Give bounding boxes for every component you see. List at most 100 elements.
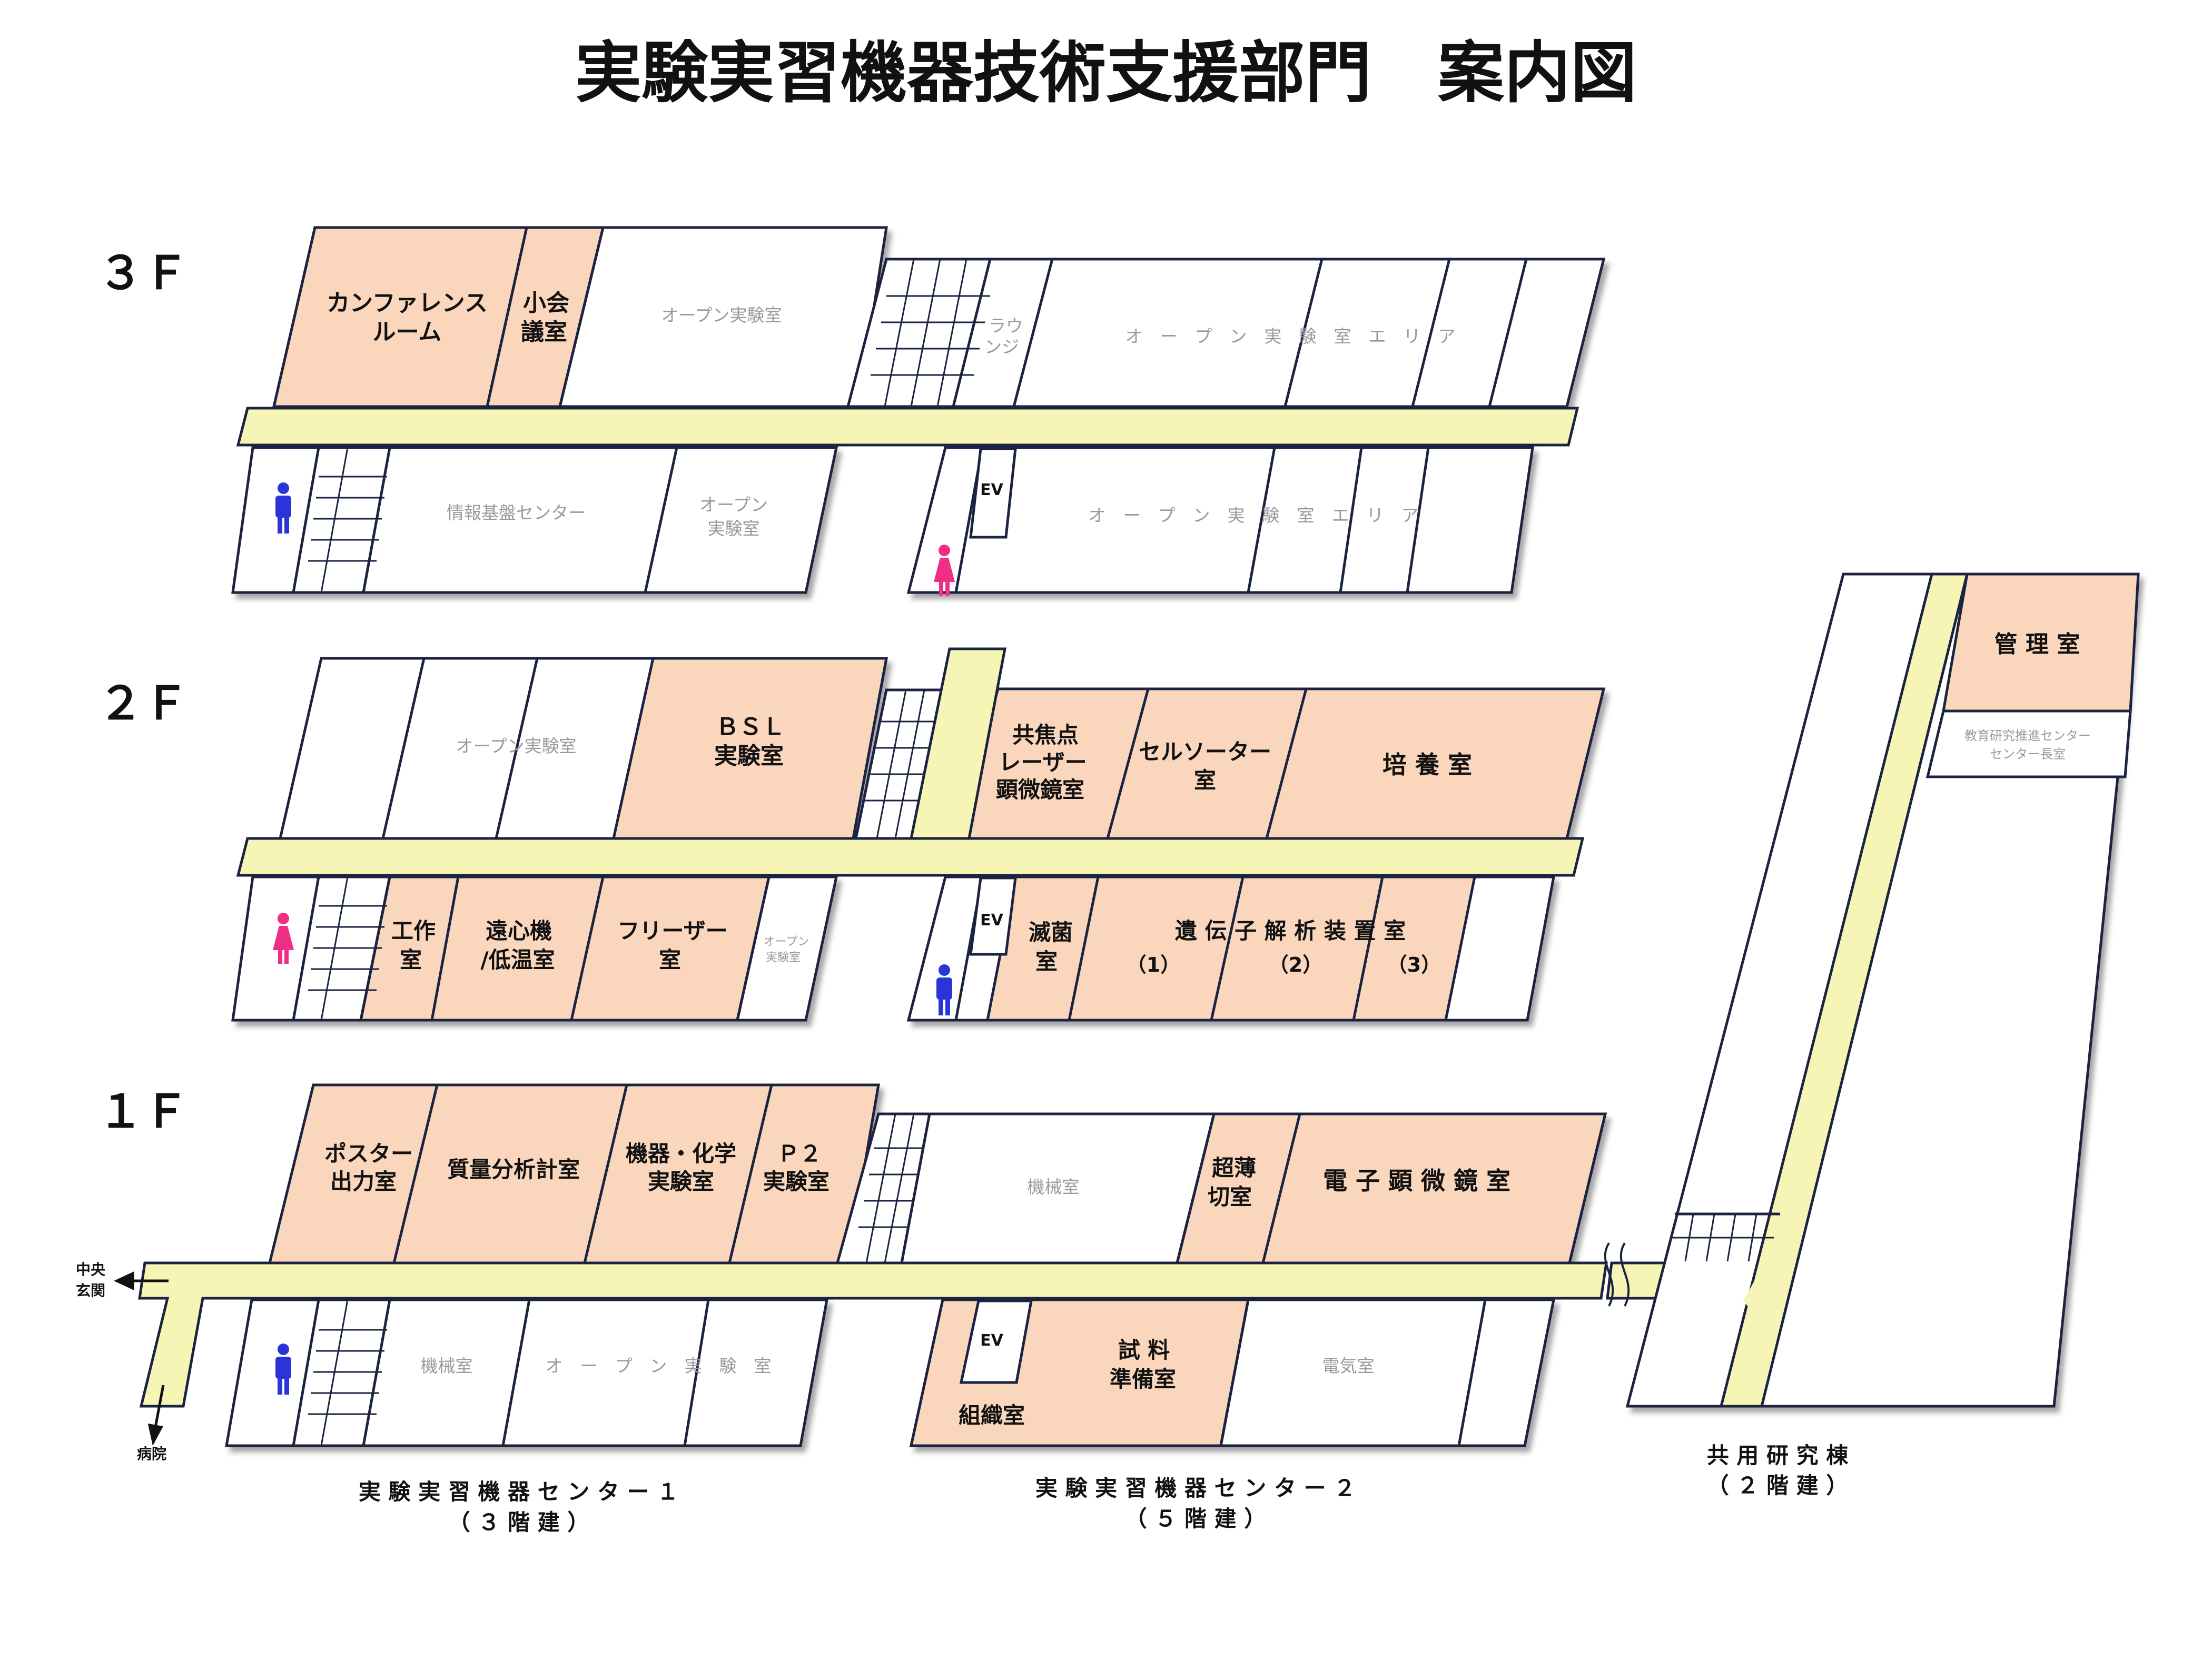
room-centrifuge-label: 遠心機 bbox=[486, 918, 552, 944]
direction-hospital: 病院 bbox=[137, 1445, 166, 1463]
room-open-lab-1f: オ ー プ ン 実 験 室 bbox=[546, 1356, 772, 1376]
room-confocal-label-2: レーザー bbox=[999, 749, 1087, 775]
room-admin-label: 管 理 室 bbox=[1994, 631, 2080, 658]
room-workshop-label: 工作 bbox=[391, 918, 436, 944]
stairs-3f-left bbox=[308, 447, 387, 593]
direction-entrance: 中央 bbox=[76, 1261, 106, 1278]
building-center2-name: 実 験 実 習 機 器 セ ン タ ー ２ bbox=[1035, 1475, 1356, 1501]
room-open-lab-small-2f-2: 実験室 bbox=[766, 951, 801, 964]
stairs-2f-left bbox=[308, 876, 387, 1021]
elevator-2f: EV bbox=[980, 911, 1003, 930]
room-confocal-label-3: 顕微鏡室 bbox=[996, 777, 1084, 803]
floor-label-2f: ２Ｆ bbox=[98, 677, 189, 730]
room-microtome-label-2: 切室 bbox=[1208, 1184, 1252, 1210]
room-p2-label-2: 実験室 bbox=[763, 1169, 829, 1194]
corridor-break-mark bbox=[1604, 1242, 1630, 1307]
building-center2-floors: （ ５ 階 建 ） bbox=[1125, 1506, 1267, 1532]
building-center1-floors: （ ３ 階 建 ） bbox=[448, 1509, 590, 1535]
building-shared-floors: （ ２ 階 建 ） bbox=[1707, 1473, 1849, 1498]
labels-shared: 管 理 室 教育研究推進センター センター長室 bbox=[1964, 631, 2091, 762]
block-3f-lower-right bbox=[906, 446, 1534, 594]
room-gene-analysis-1: （1） bbox=[1127, 953, 1180, 976]
male-restroom-icon bbox=[275, 1344, 291, 1395]
room-poster-label: ポスター bbox=[324, 1141, 413, 1167]
room-small-meeting-label: 小会 bbox=[523, 290, 569, 317]
arrow-left-icon bbox=[114, 1271, 169, 1290]
male-restroom-icon bbox=[275, 482, 291, 534]
room-freezer-label-2: 室 bbox=[659, 947, 681, 973]
room-cell-sorter-label-2: 室 bbox=[1194, 767, 1216, 793]
block-1f-lower-right bbox=[909, 1298, 1556, 1447]
room-open-lab-small-2f: オープン bbox=[764, 935, 809, 949]
stairs-3f-upper bbox=[871, 259, 990, 407]
room-histology-label: 組織室 bbox=[959, 1403, 1025, 1428]
room-mass-spec-label: 質量分析計室 bbox=[447, 1157, 580, 1182]
corridor-2f-connector bbox=[909, 647, 1007, 840]
block-3f-upper-right bbox=[846, 258, 1606, 408]
room-electric: 電気室 bbox=[1322, 1356, 1375, 1376]
floor-2f bbox=[231, 647, 1606, 1022]
elevator-3f: EV bbox=[980, 481, 1003, 499]
room-gene-analysis-2: （2） bbox=[1269, 953, 1322, 976]
room-chem-lab-label-2: 実験室 bbox=[648, 1169, 714, 1194]
block-3f-upper-left bbox=[272, 226, 888, 408]
room-office-label: 教育研究推進センター bbox=[1964, 728, 2091, 743]
block-2f-upper-left bbox=[278, 657, 888, 840]
room-gene-analysis-3: （3） bbox=[1387, 953, 1441, 976]
block-3f-lower-left bbox=[231, 446, 838, 594]
room-em-label: 電 子 顕 微 鏡 室 bbox=[1323, 1167, 1510, 1195]
floor-3f bbox=[231, 226, 1606, 594]
floor-label-1f: １Ｆ bbox=[98, 1085, 189, 1138]
stairs-1f-left bbox=[308, 1299, 387, 1446]
room-microtome-label: 超薄 bbox=[1212, 1155, 1256, 1181]
room-bsl-label-2: 実験室 bbox=[714, 743, 784, 769]
room-lounge-label: ラウ bbox=[989, 315, 1023, 336]
page-title: 実験実習機器技術支援部門 案内図 bbox=[575, 34, 1637, 112]
room-open-lab-2f: オープン実験室 bbox=[456, 736, 576, 756]
building-shared-name: 共 用 研 究 棟 bbox=[1707, 1443, 1849, 1468]
room-cell-sorter-label: セルソーター bbox=[1139, 739, 1271, 765]
building-captions: 実 験 実 習 機 器 セ ン タ ー １ （ ３ 階 建 ） 実 験 実 習 … bbox=[359, 1443, 1849, 1535]
floor-label-3f: ３Ｆ bbox=[98, 247, 189, 300]
room-culture-label: 培 養 室 bbox=[1382, 750, 1472, 779]
elevator-1f: EV bbox=[980, 1331, 1003, 1350]
female-restroom-icon bbox=[934, 545, 955, 596]
room-workshop-label-2: 室 bbox=[400, 947, 422, 973]
labels-3f: カンファレンス ルーム 小会 議室 オープン実験室 ラウ ンジ オ ー プ ン … bbox=[327, 290, 1455, 539]
room-poster-label-2: 出力室 bbox=[330, 1169, 397, 1194]
room-info-center: 情報基盤センター bbox=[447, 502, 586, 523]
block-2f-lower-left bbox=[231, 875, 838, 1022]
room-conference-label: カンファレンス bbox=[327, 290, 488, 317]
room-open-area-3f-upper: オ ー プ ン 実 験 室 エ リ ア bbox=[1125, 326, 1456, 347]
room-gene-analysis-label: 遺 伝 子 解 析 装 置 室 bbox=[1175, 918, 1406, 944]
room-open-area-3f-lower: オ ー プ ン 実 験 室 エ リ ア bbox=[1089, 505, 1419, 526]
room-reagent-label-2: 準備室 bbox=[1110, 1366, 1176, 1392]
room-small-meeting-label-2: 議室 bbox=[521, 319, 567, 345]
arrow-down-icon bbox=[147, 1385, 165, 1446]
room-open-lab-small-3f-2: 実験室 bbox=[708, 518, 760, 539]
corridor-2f bbox=[236, 837, 1585, 877]
room-p2-label: Ｐ２ bbox=[777, 1141, 822, 1167]
stairs-shared bbox=[1672, 1213, 1774, 1262]
room-freezer-label: フリーザー bbox=[617, 918, 727, 944]
floor-1f bbox=[138, 1083, 1771, 1447]
room-lounge-label-2: ンジ bbox=[984, 337, 1019, 357]
corridor-3f bbox=[236, 407, 1579, 447]
room-confocal-label: 共焦点 bbox=[1012, 722, 1079, 748]
room-sterilize-label-2: 室 bbox=[1035, 949, 1058, 974]
room-office-label-2: センター長室 bbox=[1990, 747, 2066, 762]
room-reagent-label: 試 料 bbox=[1118, 1337, 1170, 1363]
building-center1-name: 実 験 実 習 機 器 セ ン タ ー １ bbox=[359, 1479, 679, 1505]
room-sterilize-label: 滅菌 bbox=[1029, 920, 1073, 945]
room-open-lab-small-3f: オープン bbox=[699, 495, 768, 515]
shared-building bbox=[1625, 572, 2140, 1408]
labels-1f: ポスター 出力室 質量分析計室 機器・化学 実験室 Ｐ２ 実験室 機械室 超薄 … bbox=[324, 1141, 1510, 1428]
room-centrifuge-label-2: /低温室 bbox=[480, 947, 555, 973]
male-restroom-icon bbox=[936, 964, 952, 1015]
room-chem-lab-label: 機器・化学 bbox=[626, 1141, 736, 1167]
labels-2f: オープン実験室 ＢＳＬ 実験室 共焦点 レーザー 顕微鏡室 セルソーター 室 培… bbox=[391, 714, 1472, 976]
room-machine-lower: 機械室 bbox=[421, 1356, 473, 1376]
direction-entrance-2: 玄関 bbox=[76, 1282, 105, 1299]
corridor-1f bbox=[138, 1261, 1608, 1408]
